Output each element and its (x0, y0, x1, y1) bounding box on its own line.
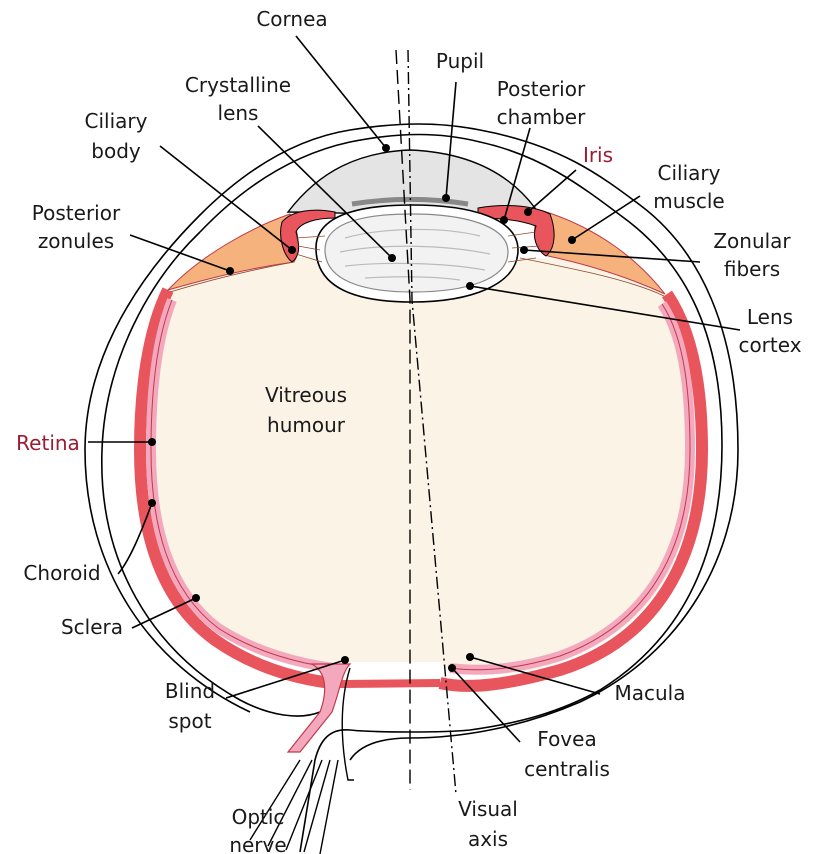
label-blind-spot-2: spot (168, 709, 211, 733)
label-ciliary-muscle-2: muscle (653, 189, 724, 213)
label-cornea: Cornea (256, 7, 327, 31)
label-crystalline-lens-2: lens (218, 101, 259, 125)
vitreous-body (148, 258, 695, 675)
crystalline-lens-shape (316, 205, 518, 302)
label-visual-axis-2: axis (468, 827, 508, 851)
label-blind-spot-1: Blind (165, 679, 215, 703)
label-vitreous-humour-1: Vitreous (265, 383, 347, 407)
label-fovea-centralis-2: centralis (524, 757, 610, 781)
label-posterior-chamber-2: chamber (497, 105, 586, 129)
label-fovea-centralis-1: Fovea (537, 727, 596, 751)
label-posterior-chamber-1: Posterior (497, 77, 586, 101)
label-zonular-fibers-1: Zonular (713, 229, 791, 253)
label-posterior-zonules-1: Posterior (32, 201, 121, 225)
label-vitreous-humour-2: humour (267, 413, 346, 437)
label-lens-cortex-2: cortex (738, 333, 801, 357)
label-ciliary-body-2: body (91, 139, 141, 163)
label-pupil: Pupil (436, 49, 484, 73)
label-iris: Iris (583, 143, 613, 167)
label-optic-nerve-2: nerve (229, 833, 286, 854)
label-sclera: Sclera (61, 615, 123, 639)
label-choroid: Choroid (23, 561, 100, 585)
label-retina: Retina (16, 431, 80, 455)
label-ciliary-muscle-1: Ciliary (658, 161, 721, 185)
label-posterior-zonules-2: zonules (38, 229, 114, 253)
label-optic-nerve-1: Optic (232, 805, 285, 829)
label-crystalline-lens-1: Crystalline (185, 73, 291, 97)
label-zonular-fibers-2: fibers (724, 257, 780, 281)
label-lens-cortex-1: Lens (747, 305, 793, 329)
label-visual-axis-1: Visual (458, 797, 518, 821)
label-ciliary-body-1: Ciliary (85, 109, 148, 133)
label-macula: Macula (615, 681, 686, 705)
